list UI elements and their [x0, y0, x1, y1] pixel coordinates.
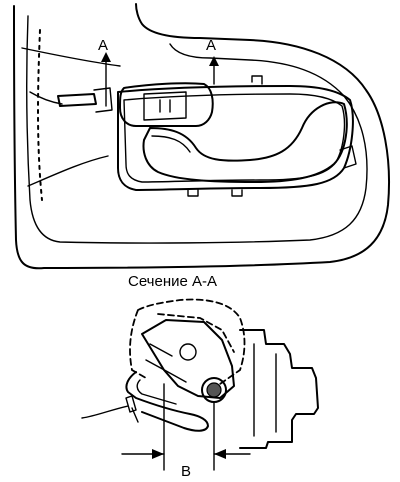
wire-left	[29, 91, 63, 105]
dim-arrow-left	[152, 449, 164, 459]
cable-connector	[57, 93, 97, 107]
handle-lever-edge	[151, 135, 191, 153]
bezel-tab-top	[251, 75, 263, 85]
housing-inner	[253, 343, 277, 437]
section-label-right: A	[206, 37, 216, 54]
lever-open-position-2	[157, 313, 235, 353]
trim-line-upper	[21, 47, 121, 67]
housing-body	[239, 329, 319, 449]
section-label-left: A	[98, 37, 108, 54]
hook-rod	[125, 371, 209, 432]
lock-knob-face	[143, 91, 187, 121]
hook-rod-inner	[136, 379, 177, 405]
dim-arrow-right	[214, 449, 226, 459]
handle-lever	[142, 101, 348, 183]
bezel-tab-bottom-1	[231, 189, 243, 197]
section-arrow-left-head	[101, 52, 111, 62]
dimension-label: B	[181, 463, 191, 480]
clip-left	[125, 395, 139, 423]
link-rod	[27, 155, 109, 187]
bezel-tab-right	[339, 145, 357, 169]
lever-hole	[179, 343, 197, 361]
door-recess-outline	[25, 15, 368, 244]
lever-body	[141, 319, 235, 399]
lever-link	[145, 343, 187, 383]
door-panel-view: A A	[13, 3, 391, 270]
bezel-tab-bottom-2	[187, 189, 199, 197]
cable-connector-clip	[93, 87, 113, 113]
pivot-inner	[206, 382, 222, 398]
lock-knob	[119, 82, 214, 127]
section-title: Сечение A-A	[128, 273, 217, 290]
cable-left	[81, 405, 129, 419]
lever-open-position	[129, 298, 246, 385]
lock-knob-slot	[159, 99, 171, 113]
section-view: Сечение A-A B	[81, 273, 319, 480]
handle-bezel-inner	[123, 93, 346, 183]
section-arrow-right-head	[209, 56, 219, 66]
hidden-edge	[37, 29, 43, 201]
door-trim-outline	[13, 3, 391, 270]
